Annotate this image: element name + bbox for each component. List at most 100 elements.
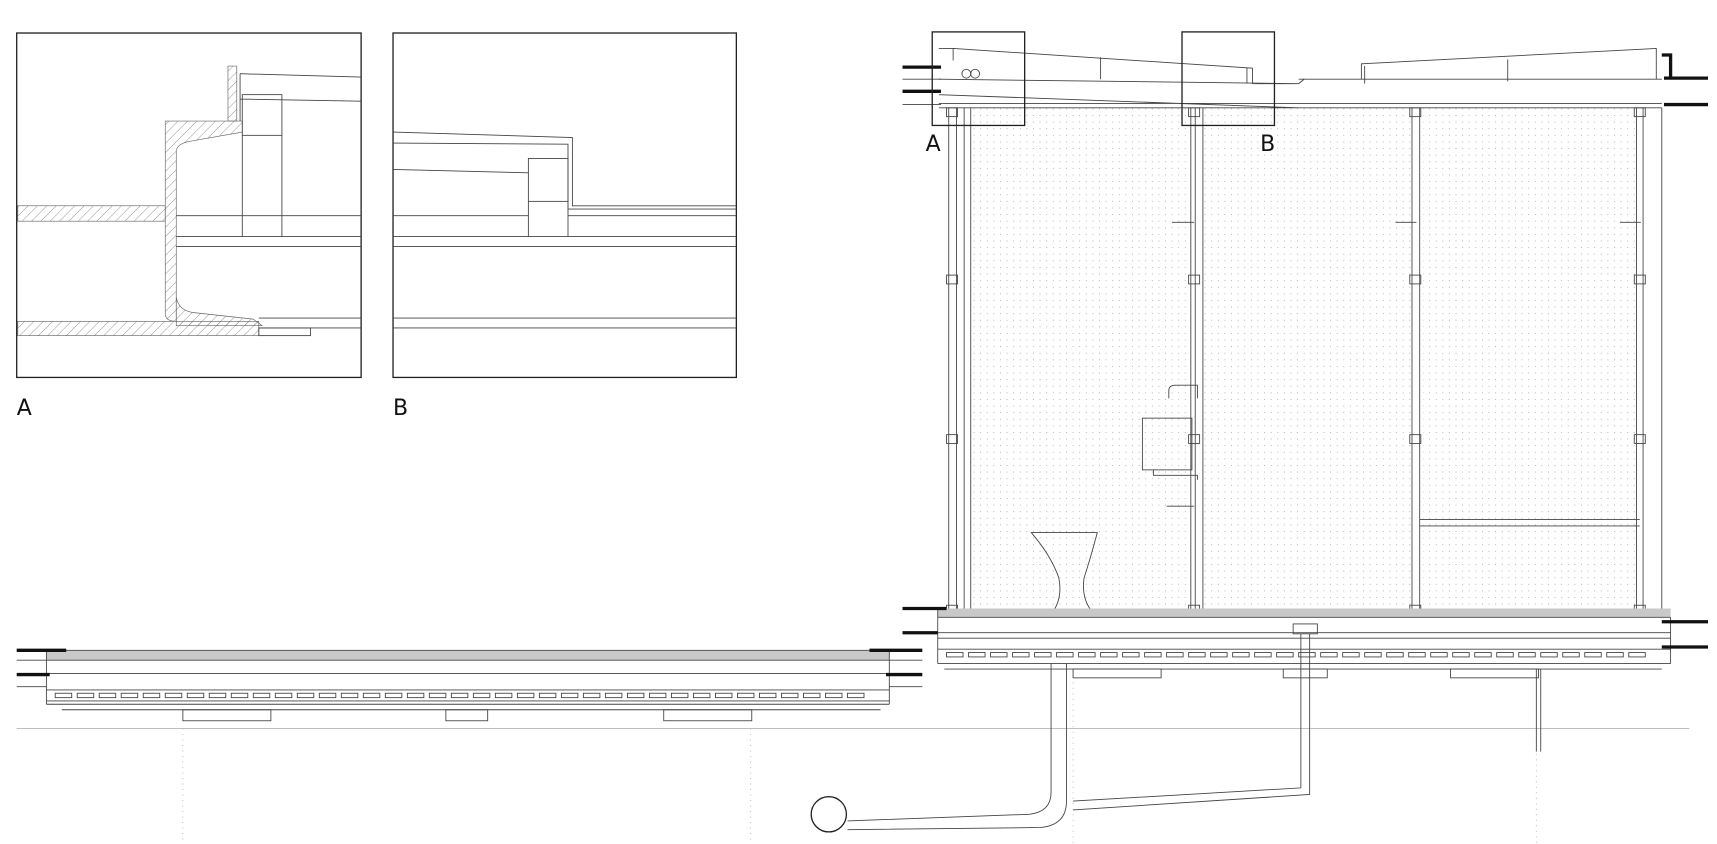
slot	[968, 652, 986, 658]
slot	[1144, 652, 1162, 658]
slot	[1210, 652, 1228, 658]
edge-lines	[902, 78, 942, 105]
slot	[1430, 652, 1448, 658]
edge-lines	[16, 659, 923, 688]
sink	[1141, 417, 1193, 471]
slot	[1034, 652, 1052, 658]
panel-fill	[970, 107, 1191, 611]
slot	[759, 692, 777, 699]
slot	[1254, 652, 1272, 658]
slot	[1298, 652, 1316, 658]
footing	[1282, 668, 1328, 679]
slot	[990, 652, 1008, 658]
slot	[230, 692, 249, 699]
slot-row	[54, 692, 865, 699]
panel-fill	[1423, 107, 1637, 611]
slot	[186, 692, 205, 699]
floor-finish	[46, 650, 890, 661]
slot	[781, 692, 799, 699]
detail-a-label: A	[17, 396, 32, 421]
edge-stubs	[902, 53, 1709, 107]
hollow-section	[241, 94, 283, 136]
detail-b-lines	[393, 201, 737, 329]
drain	[1292, 623, 1318, 635]
slot	[1474, 652, 1492, 658]
slot	[340, 692, 359, 699]
slot	[1276, 652, 1294, 658]
slot	[946, 652, 964, 658]
footing	[1450, 668, 1539, 679]
slot	[803, 692, 821, 699]
wall-columns	[948, 107, 1663, 611]
slot	[825, 692, 843, 699]
detail-a-frame	[16, 32, 362, 379]
edge-stubs	[902, 606, 1709, 649]
clip	[1188, 107, 1201, 118]
slot	[1540, 652, 1558, 658]
slot	[847, 692, 865, 699]
slot	[516, 692, 535, 699]
slot	[76, 692, 95, 699]
footing	[182, 709, 272, 722]
drain-pipe	[847, 663, 1067, 831]
callout-label-b: B	[1260, 132, 1275, 157]
clip	[1633, 434, 1646, 444]
slot	[670, 692, 689, 699]
detail-a-lines	[176, 135, 362, 329]
roof	[938, 47, 1662, 109]
slot	[252, 692, 271, 699]
slot	[1584, 652, 1602, 658]
slot	[164, 692, 183, 699]
slot	[1100, 652, 1118, 658]
detail-b	[392, 32, 738, 379]
post	[1535, 669, 1542, 752]
callout-label-a: A	[926, 132, 941, 157]
grid-lines	[182, 671, 1537, 844]
steel-channel	[164, 120, 243, 322]
slot	[362, 692, 381, 699]
slot-row	[946, 652, 1646, 658]
slot	[384, 692, 403, 699]
slot	[1452, 652, 1470, 658]
slot	[208, 692, 227, 699]
clip	[946, 107, 958, 118]
clip	[1409, 434, 1422, 444]
pipe-icon	[970, 68, 980, 79]
slot	[1518, 652, 1536, 658]
slot	[120, 692, 139, 699]
slot	[560, 692, 579, 699]
slot	[142, 692, 161, 699]
drain-pipe	[1073, 633, 1311, 811]
clip	[946, 434, 958, 444]
slot	[450, 692, 469, 699]
slot	[1562, 652, 1580, 658]
slot	[274, 692, 293, 699]
footing	[663, 709, 753, 722]
clip	[1409, 274, 1422, 285]
slot	[1496, 652, 1514, 658]
slot	[604, 692, 623, 699]
detail-b-frame	[392, 32, 738, 379]
clip	[946, 274, 958, 285]
slot	[494, 692, 513, 699]
floor-assembly-left	[16, 648, 923, 722]
slot	[715, 692, 733, 699]
slot	[1386, 652, 1404, 658]
clip	[1409, 107, 1422, 118]
slot	[406, 692, 425, 699]
slot	[1188, 652, 1206, 658]
detail-b-label: B	[393, 396, 408, 421]
fittings	[1152, 221, 1641, 507]
slot	[1364, 652, 1382, 658]
slot	[1012, 652, 1030, 658]
floor-hatch-upper	[17, 205, 166, 222]
slot	[428, 692, 447, 699]
roof-plate	[393, 131, 737, 210]
slot	[538, 692, 557, 699]
clip	[1188, 434, 1201, 444]
slot	[1232, 652, 1250, 658]
slot	[1408, 652, 1426, 658]
floor-finish	[937, 608, 1671, 618]
slot	[472, 692, 491, 699]
slot	[693, 692, 711, 699]
